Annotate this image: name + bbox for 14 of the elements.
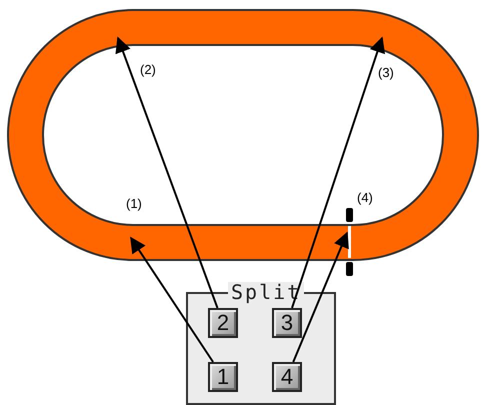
arrow — [130, 236, 214, 363]
number-button: 3 — [272, 308, 302, 338]
group-title: Split — [228, 282, 304, 302]
arrow — [291, 36, 386, 308]
callout-number: (2) — [140, 62, 156, 77]
arrow — [115, 36, 218, 308]
arrow — [292, 232, 349, 362]
number-button: 1 — [208, 362, 238, 392]
callout-number: (3) — [378, 65, 394, 80]
number-button: 2 — [208, 308, 238, 338]
callout-number: (4) — [357, 190, 373, 205]
race-track — [7, 9, 479, 261]
callout-number: (1) — [126, 196, 142, 211]
number-button: 4 — [272, 362, 302, 392]
